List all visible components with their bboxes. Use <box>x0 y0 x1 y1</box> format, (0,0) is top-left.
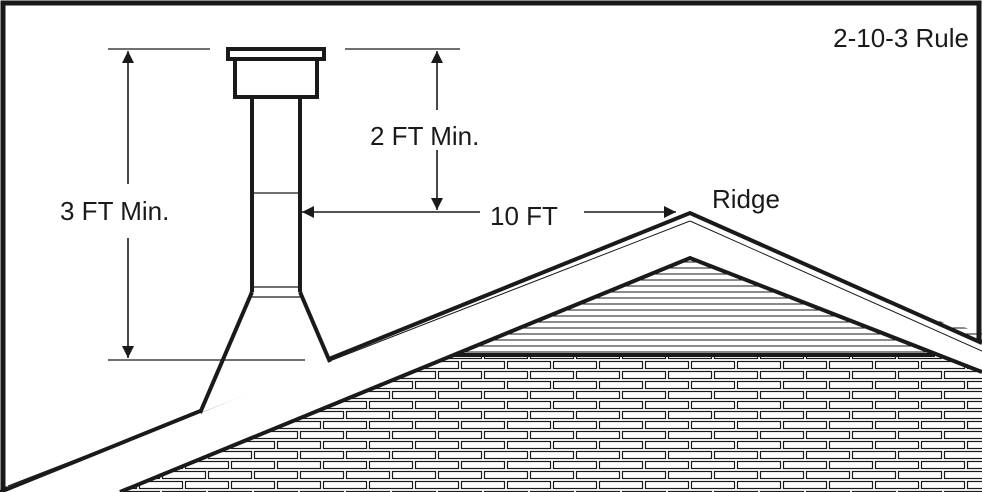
chimney-collar <box>233 57 319 99</box>
dimension-2ft <box>345 48 460 210</box>
dimension-3ft <box>108 48 305 361</box>
diagram-title: 2-10-3 Rule <box>833 23 969 53</box>
height-above-ridge-label: 2 FT Min. <box>370 121 479 151</box>
horizontal-distance-label: 10 FT <box>490 201 558 231</box>
height-above-roof-label: 3 FT Min. <box>60 196 169 226</box>
ridge-label: Ridge <box>712 184 780 214</box>
chimney-pipe <box>198 47 332 414</box>
